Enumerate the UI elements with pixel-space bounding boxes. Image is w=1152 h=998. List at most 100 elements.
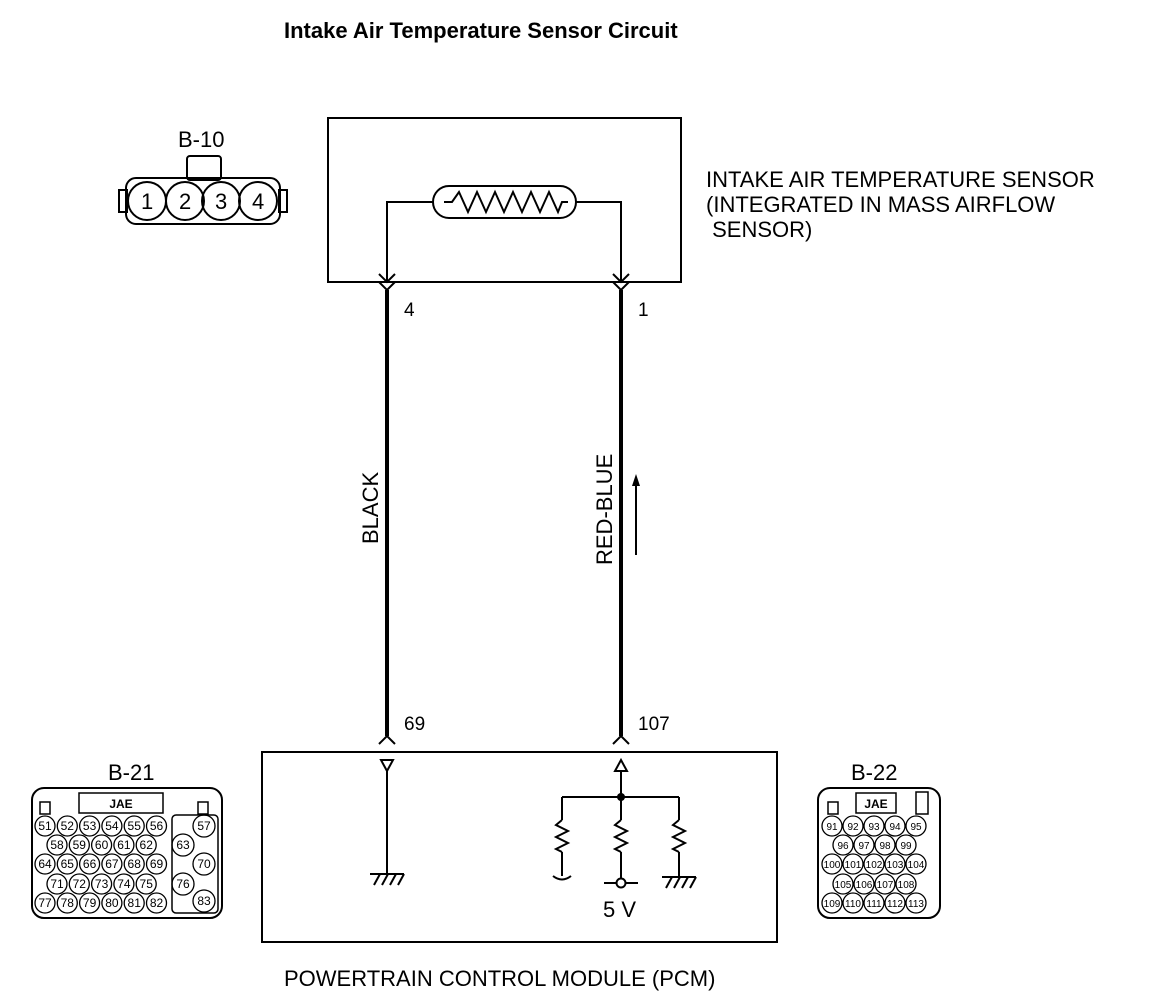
supply-terminal-icon bbox=[615, 877, 627, 889]
pin-circle bbox=[884, 853, 906, 875]
pcm-pin-label: 107 bbox=[638, 714, 670, 735]
pin-circle bbox=[34, 815, 56, 837]
pin-label: 62 bbox=[140, 838, 154, 852]
b10-pin: 2 bbox=[179, 189, 191, 214]
pin-label: 67 bbox=[105, 857, 119, 871]
pin-circle bbox=[863, 853, 885, 875]
pin-circle bbox=[884, 815, 906, 837]
pin-label: 66 bbox=[83, 857, 97, 871]
pin-circle bbox=[68, 873, 90, 895]
pin-circle bbox=[123, 853, 145, 875]
pin-circle bbox=[101, 892, 123, 914]
sensor-pin-label: 1 bbox=[638, 300, 649, 321]
terminal-chevron-icon bbox=[378, 273, 396, 284]
resistor-icon bbox=[670, 819, 688, 853]
pin-circle bbox=[821, 892, 843, 914]
b10-pin: 3 bbox=[215, 189, 227, 214]
pin-label: 107 bbox=[877, 880, 894, 891]
pin-label: 82 bbox=[150, 896, 164, 910]
connector-b22-name: B-22 bbox=[851, 760, 897, 785]
pin-circle bbox=[68, 834, 90, 856]
sensor-label-line2: (INTEGRATED IN MASS AIRFLOW bbox=[706, 192, 1055, 217]
pin-label: 53 bbox=[83, 819, 97, 833]
sensor-label-line3: SENSOR) bbox=[706, 217, 812, 242]
pin-label: 76 bbox=[176, 877, 190, 891]
pin-label: 65 bbox=[61, 857, 75, 871]
pin-label: 99 bbox=[900, 841, 912, 852]
pin-circle bbox=[101, 815, 123, 837]
pin-circle bbox=[832, 834, 854, 856]
pin-label: 110 bbox=[845, 899, 861, 910]
pin-label: 95 bbox=[910, 822, 922, 833]
pin-label: 75 bbox=[140, 877, 154, 891]
terminal-triangle-icon bbox=[613, 757, 629, 772]
diagram-title: Intake Air Temperature Sensor Circuit bbox=[284, 18, 678, 43]
pin-circle bbox=[842, 853, 864, 875]
pin-label: 104 bbox=[908, 860, 925, 871]
resistor-icon bbox=[553, 819, 571, 853]
pin-label: 61 bbox=[117, 838, 131, 852]
connector-b10-name: B-10 bbox=[178, 127, 224, 152]
pin-label: 59 bbox=[73, 838, 87, 852]
pin-label: 80 bbox=[105, 896, 119, 910]
terminal-chevron-icon bbox=[378, 734, 396, 745]
pin-label: 101 bbox=[845, 860, 862, 871]
pin-circle bbox=[78, 853, 101, 875]
sensor-lead-right bbox=[576, 201, 622, 282]
pin-circle bbox=[46, 873, 68, 895]
pin-circle bbox=[905, 815, 927, 837]
connector-b10-icon bbox=[118, 155, 288, 225]
pin-circle bbox=[171, 833, 195, 857]
pin-label: 105 bbox=[835, 880, 852, 891]
pin-label: 98 bbox=[879, 841, 891, 852]
sensor-box bbox=[327, 117, 682, 283]
voltage-label: 5 V bbox=[603, 897, 636, 922]
connector-b21-icon bbox=[31, 787, 223, 919]
pin-label: 106 bbox=[856, 880, 873, 891]
pin-circle bbox=[863, 815, 885, 837]
pin-circle bbox=[853, 873, 875, 895]
resistor-icon bbox=[612, 819, 630, 853]
pin-label: 63 bbox=[176, 838, 190, 852]
pin-label: 112 bbox=[887, 899, 903, 910]
pin-label: 102 bbox=[866, 860, 883, 871]
pin-label: 83 bbox=[197, 894, 211, 908]
pin-circle bbox=[123, 815, 145, 837]
pin-label: 54 bbox=[105, 819, 119, 833]
b21-tag: JAE bbox=[109, 797, 132, 811]
sensor-pin-label: 4 bbox=[404, 300, 415, 321]
pin-label: 108 bbox=[898, 880, 915, 891]
pin-label: 56 bbox=[150, 819, 164, 833]
pin-label: 51 bbox=[38, 819, 52, 833]
pin-label: 93 bbox=[868, 822, 880, 833]
pin-label: 68 bbox=[128, 857, 142, 871]
pin-circle bbox=[874, 834, 896, 856]
pin-label: 58 bbox=[50, 838, 64, 852]
sensor-lead-left bbox=[386, 201, 433, 282]
pin-label: 91 bbox=[826, 822, 838, 833]
pin-label: 71 bbox=[50, 877, 64, 891]
pin-circle bbox=[113, 873, 135, 895]
pin-label: 74 bbox=[117, 877, 131, 891]
pin-circle bbox=[90, 873, 113, 895]
pin-circle bbox=[821, 853, 843, 875]
pin-circle bbox=[832, 873, 854, 895]
pin-circle bbox=[34, 892, 56, 914]
pin-circle bbox=[145, 815, 168, 837]
wire-color-label: BLACK bbox=[358, 472, 383, 544]
pin-circle bbox=[192, 814, 216, 838]
b10-pin: 1 bbox=[141, 189, 153, 214]
connector-b22-icon bbox=[817, 787, 941, 919]
pin-circle bbox=[56, 815, 78, 837]
pin-label: 103 bbox=[887, 860, 904, 871]
pin-label: 111 bbox=[866, 899, 882, 910]
pin-label: 92 bbox=[847, 822, 859, 833]
pin-circle bbox=[90, 834, 113, 856]
pin-label: 97 bbox=[858, 841, 870, 852]
terminal-chevron-icon bbox=[612, 273, 630, 284]
pin-circle bbox=[192, 889, 216, 913]
pin-circle bbox=[78, 815, 101, 837]
